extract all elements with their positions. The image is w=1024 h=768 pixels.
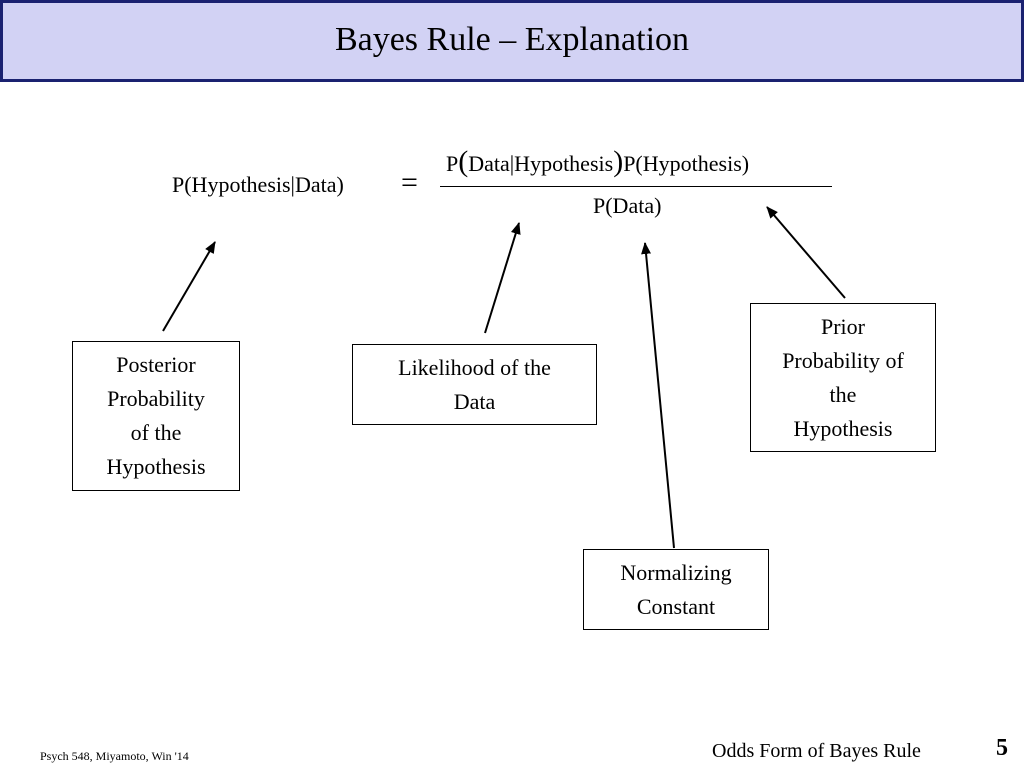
prior-label-line: the (829, 381, 857, 407)
arrow-posterior (162, 241, 216, 332)
arrow-prior (766, 206, 846, 299)
footer-course: Psych 548, Miyamoto, Win '14 (40, 749, 189, 763)
posterior-label-line: Probability (107, 386, 205, 411)
prior-probability-box: Prior Probability of the Hypothesis (750, 303, 936, 452)
slide-title: Bayes Rule – Explanation (334, 21, 690, 58)
likelihood-box: Likelihood of the Data (352, 344, 597, 425)
prior-label-line: Probability of (782, 347, 904, 373)
numerator-paren-close: ) (613, 145, 624, 178)
normalizing-constant-box: Normalizing Constant (583, 549, 769, 630)
equation-numerator: P(Data|Hypothesis)P(Hypothesis) (446, 147, 750, 177)
fraction-bar (440, 186, 832, 187)
numerator-likelihood-term: Data|Hypothesis (468, 151, 614, 176)
arrow-likelihood (484, 222, 521, 334)
arrow-normalizing (641, 242, 675, 549)
footer-next-topic: Odds Form of Bayes Rule (712, 740, 921, 762)
likelihood-label-line: Data (453, 388, 496, 414)
numerator-prior-term: P(Hypothesis) (623, 151, 750, 176)
normalizing-label-line: Constant (636, 593, 716, 619)
equation-denominator: P(Data) (593, 193, 662, 218)
posterior-label-line: of the (130, 420, 182, 445)
prior-label-line: Hypothesis (793, 415, 893, 441)
numerator-paren-open: ( (458, 145, 469, 178)
posterior-label-line: Hypothesis (106, 454, 206, 479)
equation-posterior-term: P(Hypothesis|Data) (172, 172, 344, 197)
slide-number: 5 (996, 735, 1008, 761)
posterior-label-line: Posterior (116, 352, 196, 377)
title-bar: Bayes Rule – Explanation (0, 0, 1024, 82)
posterior-probability-box: Posterior Probability of the Hypothesis (72, 341, 240, 491)
likelihood-label-line: Likelihood of the (398, 354, 551, 380)
equals-sign: = (401, 166, 418, 199)
normalizing-label-line: Normalizing (620, 559, 732, 585)
prior-label-line: Prior (820, 313, 865, 339)
numerator-p: P (446, 151, 459, 176)
